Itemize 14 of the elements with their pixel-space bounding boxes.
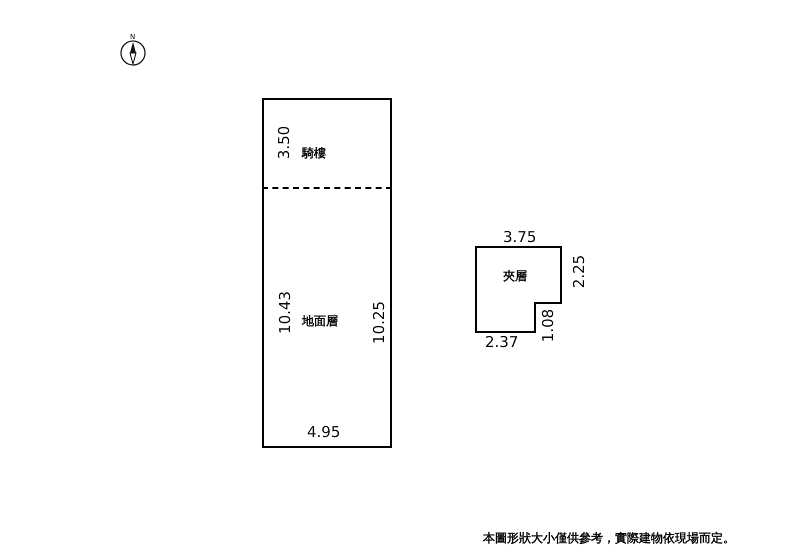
dimension-label: 4.95: [307, 425, 340, 440]
dimension-label: 2.37: [485, 335, 518, 350]
room-label: 地面層: [302, 313, 338, 330]
dimension-label: 1.08: [541, 308, 556, 342]
room-label: 夾層: [503, 268, 527, 285]
dimension-label: 10.43: [278, 291, 293, 334]
dimension-label: 10.25: [372, 301, 387, 344]
dimension-label: 3.75: [503, 230, 536, 245]
ground-floor-area: [262, 189, 392, 448]
dimension-label: 3.50: [277, 126, 292, 160]
arcade-area: [262, 98, 392, 189]
room-label: 騎樓: [302, 145, 326, 162]
dimension-label: 2.25: [572, 254, 588, 288]
disclaimer-note: 本圖形狀大小僅供參考，實際建物依現場而定。: [483, 532, 735, 544]
